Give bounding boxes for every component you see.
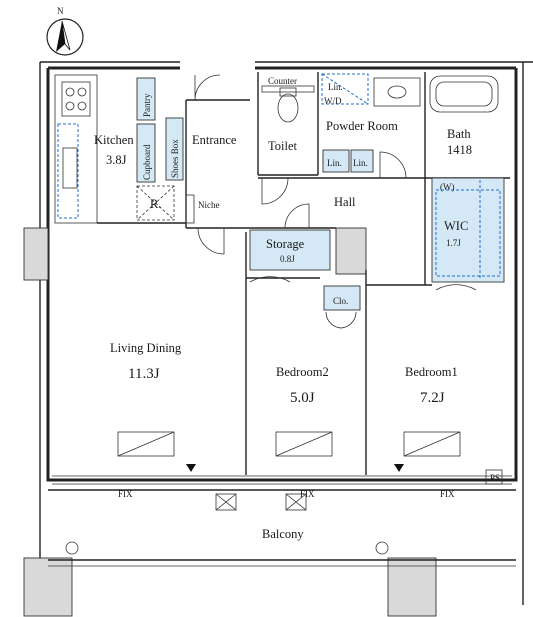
living-dining-label: Living Dining — [110, 341, 182, 355]
floor-heating-mark-bedroom2 — [275, 431, 333, 457]
bedroom2-size: 5.0J — [290, 390, 315, 406]
bedroom1-door — [435, 284, 477, 291]
wic-box — [431, 177, 505, 283]
niche-label: Niche — [198, 200, 220, 210]
washbasin-icon — [387, 85, 407, 99]
closet-door-left — [325, 311, 343, 329]
pillar-center — [335, 227, 367, 275]
bathtub-icon — [429, 75, 499, 113]
triangle-marker-icon — [186, 464, 196, 472]
storage-size: 0.8J — [280, 254, 295, 264]
floor-heating-mark-bedroom1 — [403, 431, 461, 457]
entrance-door — [194, 74, 221, 101]
entrance-area — [185, 74, 250, 228]
toilet-label: Toilet — [268, 139, 298, 153]
pillar-bottom-right — [387, 557, 437, 617]
powder-room-door — [379, 151, 407, 179]
living-dining-size: 11.3J — [128, 366, 160, 382]
refrigerator-label: R. — [150, 197, 161, 211]
hall-door — [284, 203, 310, 229]
bath-label: Bath — [447, 127, 471, 141]
fix-label-3: FIX — [440, 489, 455, 499]
ps-box — [485, 469, 503, 485]
wic-tag: (W) — [440, 182, 455, 192]
windows — [52, 431, 512, 485]
cupboard-label: Cupboard — [142, 144, 152, 180]
pillar-left — [23, 227, 49, 281]
stove-icon — [61, 81, 91, 117]
linen-b-label: Lin. — [353, 158, 368, 168]
bedroom1-label: Bedroom1 — [405, 365, 458, 379]
refrigerator-box — [136, 185, 175, 221]
drain-icon — [375, 541, 389, 555]
linen-top-label: Lin. — [328, 82, 343, 92]
balcony-area — [48, 489, 516, 567]
hall-label: Hall — [334, 195, 356, 209]
living-door — [197, 227, 225, 255]
drain-icon — [65, 541, 79, 555]
pantry-box — [136, 77, 156, 121]
kitchen-size: 3.8J — [106, 153, 127, 167]
wic-area — [424, 177, 505, 285]
interior-walls — [197, 227, 477, 475]
linen-box-a — [322, 149, 350, 173]
ps-label: PS — [490, 473, 500, 483]
storage-label: Storage — [266, 237, 305, 251]
closet-box — [323, 285, 361, 311]
balcony-label: Balcony — [262, 527, 304, 541]
fix-label-1: FIX — [118, 489, 133, 499]
powder-room-label: Powder Room — [326, 119, 398, 133]
bath-size: 1418 — [447, 143, 472, 157]
kitchen-area — [54, 74, 186, 224]
north-label: N — [57, 6, 64, 16]
sink-icon — [62, 147, 78, 189]
pantry-label: Pantry — [142, 93, 152, 117]
cupboard-box — [136, 123, 156, 183]
entrance-label: Entrance — [192, 133, 237, 147]
toilet-icon — [277, 93, 299, 123]
washer-dryer-label: W/D — [324, 96, 342, 106]
linen-box-b — [350, 149, 374, 173]
shoes-box-label: Shoes Box — [170, 139, 180, 178]
bedroom2-door — [249, 276, 291, 283]
closet-label: Clo. — [333, 296, 348, 306]
bedroom1-size: 7.2J — [420, 390, 445, 406]
linen-a-label: Lin. — [327, 158, 342, 168]
shoes-box — [165, 117, 184, 181]
triangle-marker-icon — [394, 464, 404, 472]
wic-label: WIC — [444, 219, 468, 233]
north-compass: N — [46, 6, 84, 56]
fix-label-2: FIX — [300, 489, 315, 499]
bedroom2-label: Bedroom2 — [276, 365, 329, 379]
toilet-door — [261, 177, 289, 205]
floor-heating-mark-living — [117, 431, 175, 457]
pillar-bottom-left — [23, 557, 73, 617]
wic-size: 1.7J — [446, 238, 461, 248]
counter-label: Counter — [268, 76, 297, 86]
storage-box — [249, 229, 331, 271]
kitchen-label: Kitchen — [94, 133, 134, 147]
